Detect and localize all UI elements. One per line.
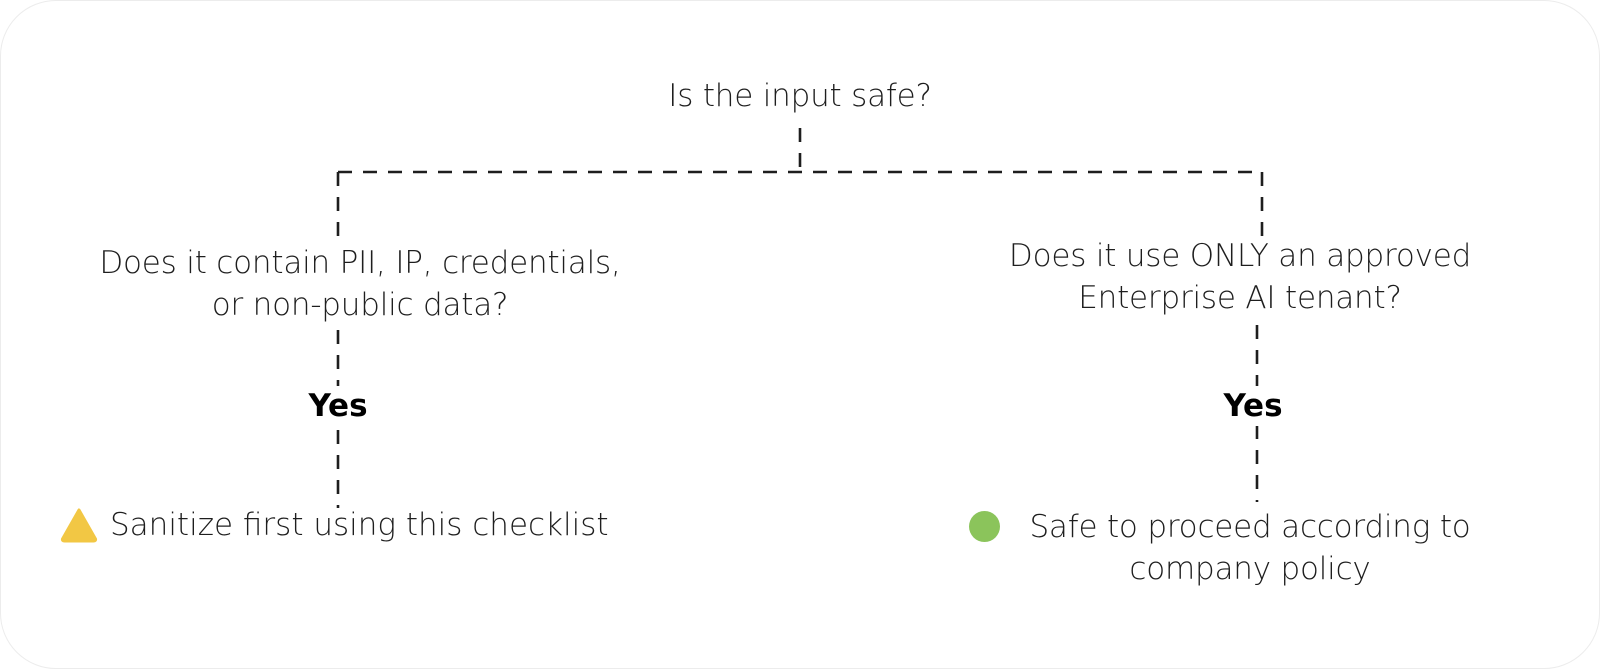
green-circle-icon (969, 511, 1000, 542)
right-outcome-text: Safe to proceed according to company pol… (1029, 509, 1471, 587)
left-outcome: Sanitize first using this checklist (60, 504, 609, 546)
right-yes-label: Yes (1203, 386, 1303, 426)
root-question: Is the input safe? (668, 78, 932, 114)
right-question: Does it use ONLY an approved Enterprise … (1008, 238, 1472, 316)
warning-triangle-icon (60, 508, 98, 543)
left-outcome-text: Sanitize first using this checklist (110, 507, 609, 543)
left-question: Does it contain PII, IP, credentials, or… (99, 245, 621, 323)
left-yes-label: Yes (288, 386, 388, 426)
